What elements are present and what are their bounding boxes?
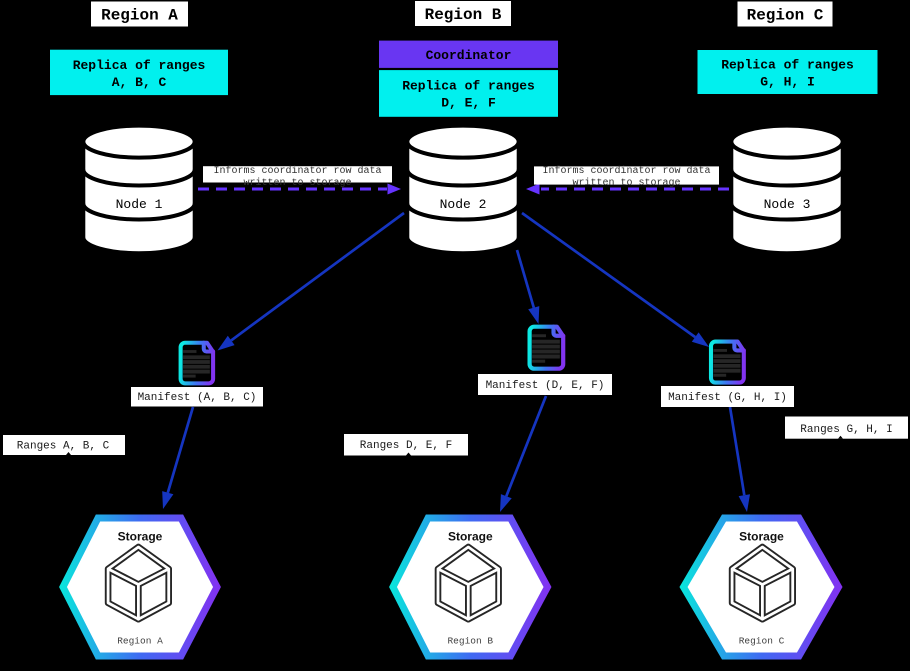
svg-text:Node 2: Node 2 bbox=[440, 197, 487, 212]
svg-text:Ranges A, B, C: Ranges A, B, C bbox=[17, 441, 110, 453]
svg-text:Node 3: Node 3 bbox=[764, 197, 811, 212]
svg-text:Region B: Region B bbox=[447, 635, 493, 646]
svg-text:Informs coordinator row data: Informs coordinator row data bbox=[213, 165, 381, 177]
svg-text:Replica of ranges: Replica of ranges bbox=[73, 58, 206, 73]
svg-text:Ranges G, H, I: Ranges G, H, I bbox=[800, 424, 892, 436]
svg-text:written to storage: written to storage bbox=[243, 177, 351, 189]
svg-text:Coordinator: Coordinator bbox=[426, 48, 512, 63]
svg-text:Replica of ranges: Replica of ranges bbox=[402, 78, 535, 93]
svg-text:Storage: Storage bbox=[739, 530, 784, 544]
svg-text:Region C: Region C bbox=[747, 7, 824, 25]
svg-text:Node 1: Node 1 bbox=[116, 197, 163, 212]
svg-text:Region B: Region B bbox=[425, 6, 502, 24]
svg-text:D, E, F: D, E, F bbox=[441, 95, 496, 110]
svg-text:G, H, I: G, H, I bbox=[760, 75, 815, 90]
svg-text:Storage: Storage bbox=[118, 530, 163, 544]
svg-text:Region A: Region A bbox=[117, 635, 163, 646]
svg-text:Manifest (G, H, I): Manifest (G, H, I) bbox=[668, 392, 787, 404]
svg-text:Region A: Region A bbox=[101, 7, 178, 25]
svg-text:written to storage: written to storage bbox=[572, 177, 680, 189]
svg-text:Region C: Region C bbox=[739, 635, 785, 646]
svg-text:Replica of ranges: Replica of ranges bbox=[721, 58, 854, 73]
svg-text:Storage: Storage bbox=[448, 530, 493, 544]
svg-text:Ranges D, E, F: Ranges D, E, F bbox=[360, 440, 452, 452]
svg-text:Manifest (D, E, F): Manifest (D, E, F) bbox=[486, 380, 605, 392]
svg-text:Manifest (A, B, C): Manifest (A, B, C) bbox=[138, 392, 257, 404]
svg-text:A, B, C: A, B, C bbox=[112, 75, 167, 90]
svg-text:Informs coordinator row data: Informs coordinator row data bbox=[542, 165, 710, 177]
